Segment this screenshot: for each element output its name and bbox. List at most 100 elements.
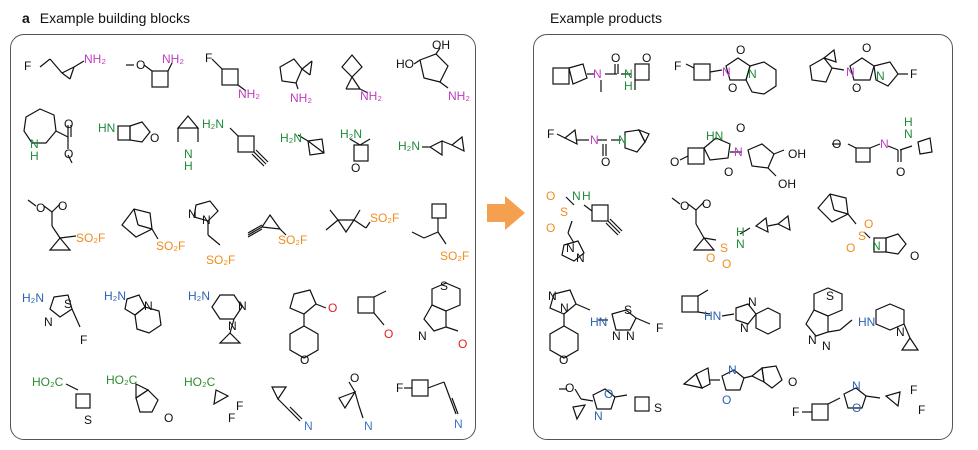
atom-f: F: [205, 51, 213, 65]
azabicycle-n: N: [872, 239, 881, 253]
difluorocyclopropane-acid-structure: [213, 389, 230, 406]
urea-h: H: [624, 79, 633, 93]
nitrile-n: N: [364, 419, 373, 433]
pyrazole-n: N: [560, 301, 569, 315]
right-panel-title: Example products: [550, 10, 663, 26]
amine-h2n: H₂N: [202, 117, 224, 131]
methyl-cyclobutane-aldehyde-structure: [357, 290, 387, 326]
sulfonamide-n: N: [572, 189, 581, 203]
hydantoin-o: O: [862, 41, 872, 55]
sulfonyl-fluoride: SO₂F: [206, 253, 236, 267]
cyclobutyl-aminotriazolopyridine-product-structure: [681, 289, 781, 335]
hydantoin-o: O: [736, 43, 746, 57]
pyrazole-n: N: [418, 329, 427, 343]
urea-h: H: [904, 115, 913, 129]
oxadiazole-n: N: [594, 409, 603, 423]
atom-f: F: [236, 399, 244, 413]
pyrazole-ethyl-sulfonyl-fluoride-structure: [193, 200, 221, 246]
thiadiazole-s: S: [624, 303, 633, 317]
atom-f: F: [547, 127, 555, 141]
amide-n: N: [593, 67, 602, 81]
sulfonyl-o: O: [706, 251, 716, 265]
hydroxyl-ho: HO: [396, 57, 414, 71]
methyl-oxetane-amine-structure: [349, 138, 371, 162]
sulfonyl-o: O: [864, 217, 874, 231]
fluorocyclobutyl-propanenitrile-structure: [404, 379, 459, 415]
atom-f: F: [792, 405, 800, 419]
aldehyde-o: O: [328, 301, 338, 315]
hydantoin-o: O: [728, 81, 738, 95]
ester-sulfonamide-bicyclopropyl-product-structure: [671, 197, 791, 251]
fluorocyclobutylamine-structure: [211, 58, 247, 92]
atom-o: O: [350, 371, 360, 385]
triazole-n: N: [748, 295, 757, 309]
hydantoin-o: O: [724, 165, 734, 179]
atom-f: F: [24, 59, 32, 73]
fluorocyclobutyl-oxadiazole-difluorocyclopropyl-product-structure: [802, 387, 901, 421]
amine-h: H: [184, 159, 193, 173]
hydantoin-o: O: [736, 121, 746, 135]
sulfonyl-s: S: [720, 241, 729, 255]
carboxylic-acid: HO₂C: [32, 375, 64, 389]
atom-o: O: [64, 147, 74, 161]
oxadiazole-o: O: [604, 387, 614, 401]
sulfonyl-s: S: [858, 229, 867, 243]
products-panel: [533, 34, 953, 440]
hydantoin-n: N: [734, 145, 743, 159]
amine-nh2: NH₂: [238, 87, 260, 101]
carboxylic-acid: HO₂C: [184, 375, 216, 389]
thiadiazole-s: S: [64, 297, 73, 311]
azabicycle-n: N: [618, 133, 627, 147]
amine-h2n: H₂N: [104, 289, 126, 303]
oxa-o: O: [164, 411, 174, 425]
nitrile-n: N: [304, 419, 313, 433]
oxanyl-pyrazole-aminothiadiazole-product-structure: [549, 289, 651, 359]
cyclopropyl-oxadiazole-thietane-product-structure: [559, 388, 650, 421]
atom-o: O: [58, 199, 68, 213]
amine-nh2: NH₂: [290, 91, 312, 105]
tetramethyl-cyclopropyl-sulfonyl-fluoride-structure: [325, 209, 371, 234]
atom-o: O: [36, 201, 46, 215]
atom-o: O: [150, 131, 160, 145]
urea-o: O: [611, 51, 621, 65]
azabicyclohexane-structure: [176, 115, 200, 142]
amine-nh2: NH₂: [448, 89, 470, 103]
azepane-ester-structure: [23, 108, 73, 164]
amine-nh2: NH₂: [84, 52, 106, 66]
atom-f: F: [80, 333, 88, 347]
amine-hn: HN: [590, 315, 608, 329]
sulfonamide-h: H: [736, 225, 745, 239]
spiro-hydantoin-dihydroxy-cyclopentyl-product-structure: [679, 137, 785, 177]
oxadiazole-o: O: [852, 401, 862, 415]
bicyclobutane-amine-structure: [297, 134, 325, 156]
atom-o: O: [832, 137, 842, 151]
norbornane-sulfonyl-fluoride-structure: [121, 208, 159, 240]
hydantoin-hn: HN: [706, 129, 724, 143]
ethynyl-cyclobutylamine-structure: [229, 127, 269, 167]
oxetane-o: O: [642, 51, 652, 65]
amine-hn: HN: [704, 309, 722, 323]
oxabicyclo-carboxylic-acid-structure: [135, 383, 159, 413]
thiopyran-s: S: [440, 279, 449, 293]
left-panel-title: Example building blocks: [39, 10, 190, 26]
cyclopropyl-urea-azabicycle-product-structure: [556, 128, 650, 156]
pyrazole-n: N: [202, 213, 211, 227]
amide-n: N: [880, 137, 889, 151]
thiadiazole-n: N: [612, 329, 621, 343]
oxadiazole-o: O: [722, 393, 732, 407]
cyclobutyl-propyl-sulfonyl-fluoride-structure: [411, 203, 447, 245]
thiadiazole-n: N: [626, 329, 635, 343]
oxane-o: O: [300, 353, 310, 367]
sulfonyl-s: S: [560, 205, 569, 219]
sulfonamide-h: H: [582, 189, 591, 203]
pyrimidine-n: N: [238, 299, 247, 313]
pyrazole-n: N: [808, 333, 817, 347]
atom-o: O: [565, 381, 575, 395]
spiro-hydantoin-fluoropyrrolidine-product-structure: [809, 48, 908, 87]
urea-spiro-oxetane-product-structure: [552, 63, 650, 92]
atom-o: O: [136, 58, 146, 72]
atom-o: O: [702, 197, 712, 211]
sulfonamide-pyrazole-cyclobutyl-product-structure: [561, 196, 623, 262]
amine-h: H: [30, 149, 39, 163]
